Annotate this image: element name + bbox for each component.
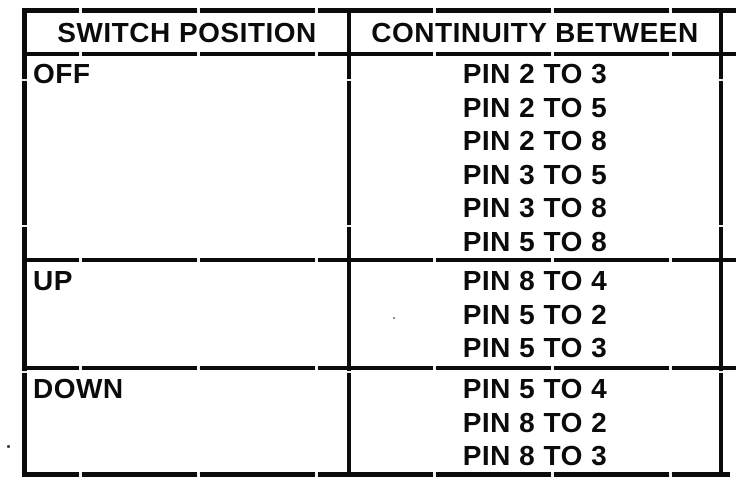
scan-artifact-dot: [7, 445, 10, 448]
row-label-off: OFF: [33, 58, 91, 89]
continuity-line: PIN 8 TO 2: [462, 406, 608, 438]
row-label-up: UP: [33, 265, 73, 296]
table-border-bottom: [22, 472, 730, 477]
header-separator-line: [22, 52, 736, 56]
row-separator-up-down: [22, 366, 736, 370]
continuity-line: PIN 2 TO 8: [462, 125, 608, 156]
continuity-line: PIN 5 TO 4: [462, 373, 608, 404]
continuity-line: PIN 5 TO 8: [462, 225, 608, 257]
table-border-left: [22, 8, 27, 477]
continuity-line: PIN 3 TO 8: [462, 192, 608, 223]
continuity-line: PIN 8 TO 4: [462, 265, 608, 296]
continuity-list-down: PIN 5 TO 4 PIN 8 TO 2 PIN 8 TO 3: [351, 372, 719, 473]
column-divider-line: [347, 8, 351, 472]
column-header-switch-position: SWITCH POSITION: [57, 16, 317, 48]
scan-artifact-dot: [393, 317, 395, 319]
table-border-right: [719, 8, 723, 477]
table-border-top: [22, 8, 736, 13]
continuity-line: PIN 2 TO 5: [462, 91, 608, 123]
continuity-line: PIN 2 TO 3: [462, 58, 608, 89]
continuity-line: PIN 5 TO 2: [462, 298, 608, 330]
continuity-list-up: PIN 8 TO 4 PIN 5 TO 2 PIN 5 TO 3: [351, 264, 719, 365]
continuity-line: PIN 3 TO 5: [462, 158, 608, 190]
row-separator-off-up: [22, 258, 736, 262]
row-label-down: DOWN: [33, 373, 124, 404]
continuity-line: PIN 8 TO 3: [462, 440, 608, 471]
continuity-list-off: PIN 2 TO 3 PIN 2 TO 5 PIN 2 TO 8 PIN 3 T…: [351, 57, 719, 258]
column-header-continuity-between: CONTINUITY BETWEEN: [371, 16, 699, 48]
continuity-line: PIN 5 TO 3: [462, 332, 608, 363]
